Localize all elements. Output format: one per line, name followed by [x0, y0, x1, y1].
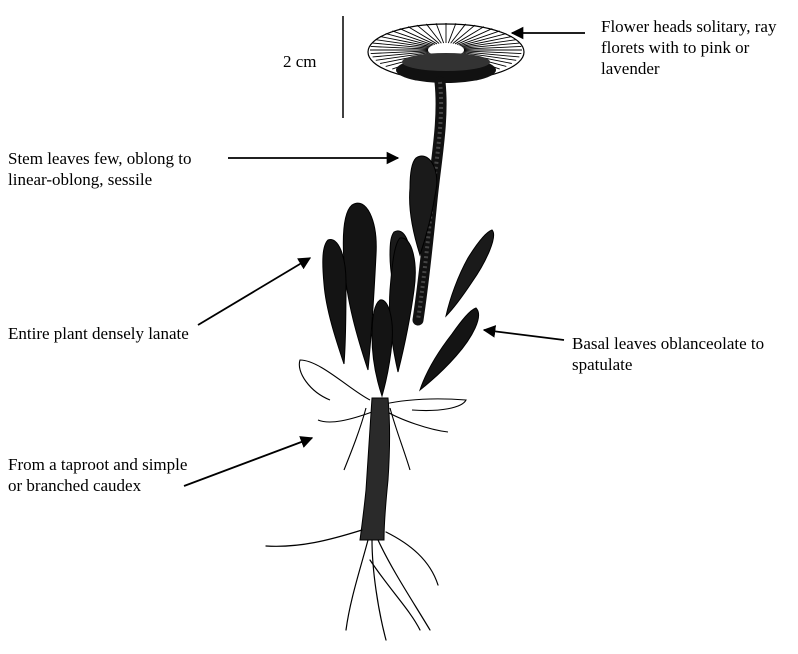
- roots: [266, 530, 438, 640]
- ray-floret: [436, 23, 444, 43]
- entire-plant-annotation: Entire plant densely lanate: [8, 323, 198, 344]
- arrow-basal-leaves: [484, 330, 564, 340]
- ray-floret: [448, 23, 456, 43]
- ray-floret: [451, 24, 466, 43]
- ray-floret: [426, 24, 441, 43]
- arrow-entire-plant: [198, 258, 310, 325]
- root-annotation: From a taproot and simple or branched ca…: [8, 454, 198, 496]
- stem-leaves-annotation: Stem leaves few, oblong to linear-oblong…: [8, 148, 228, 190]
- scale-bar-label: 2 cm: [283, 51, 317, 72]
- caudex: [360, 398, 390, 540]
- flower-heads-annotation: Flower heads solitary, ray florets with …: [601, 16, 796, 79]
- arrow-root: [184, 438, 312, 486]
- basal-leaves-annotation: Basal leaves oblanceolate to spatulate: [572, 333, 794, 375]
- flower-head: [368, 23, 524, 83]
